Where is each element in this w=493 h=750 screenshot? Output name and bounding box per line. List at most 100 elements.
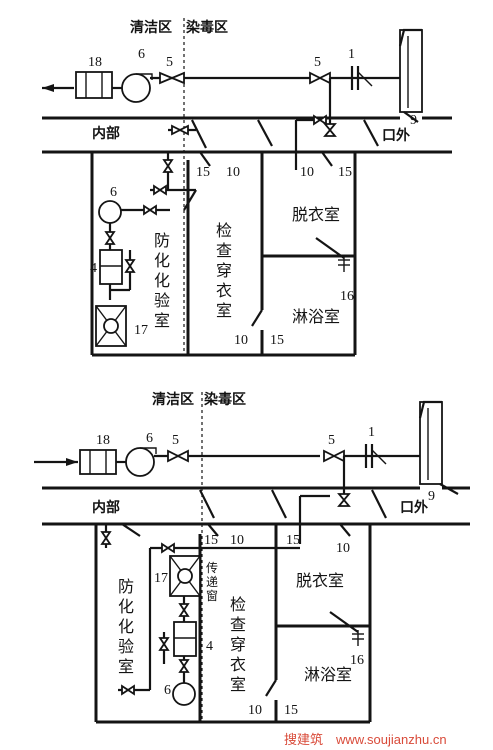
upper-lab-valve-a (162, 159, 174, 168)
lower-room-check-label: 检 查 穿 衣 室 (230, 595, 246, 694)
lower-branch-valve-a (337, 493, 351, 502)
lower-label-10a: 10 (230, 533, 244, 548)
upper-lab-char-5: 室 (154, 311, 170, 330)
upper-lab-char-3: 化 (154, 271, 170, 290)
lower-lab-char-3: 化 (118, 617, 134, 636)
lower-diagram: 清洁区 染毒区 18 6 5 5 1 9 内部 口外 (34, 391, 470, 724)
upper-branch-valve-d (318, 114, 327, 126)
upper-filter-box (75, 71, 113, 99)
upper-door-10b (321, 151, 333, 167)
lower-label-17: 17 (154, 571, 168, 586)
lower-lab-door (121, 523, 141, 537)
lower-lab-valve-f (158, 642, 170, 651)
upper-lab-valve-i (124, 259, 136, 268)
lower-label-16: 16 (350, 653, 364, 668)
upper-room-check-label: 检 查 穿 衣 室 (216, 221, 232, 320)
upper-fan-icon (121, 73, 151, 103)
upper-label-17: 17 (134, 323, 148, 338)
upper-lab-valve-g (104, 231, 116, 240)
lower-pass-window-circle (177, 568, 193, 584)
upper-lab-door (183, 189, 197, 211)
lower-valve-5b-icon (323, 449, 337, 463)
upper-label-9: 9 (410, 113, 417, 128)
lower-door-c (371, 489, 387, 519)
upper-label-15c: 15 (270, 333, 284, 348)
upper-room-lab-label: 防 化 化 验 室 (154, 231, 170, 330)
lower-lab-valve-b (166, 542, 175, 554)
lower-lab-valve-i (121, 684, 130, 696)
upper-label-10b: 10 (300, 165, 314, 180)
lower-intake-hood (418, 400, 442, 419)
lower-lab-char-4: 验 (118, 637, 134, 656)
upper-label-10c: 10 (234, 333, 248, 348)
lower-check-char-3: 穿 (230, 635, 246, 654)
lower-pass-char-3: 窗 (206, 589, 218, 603)
upper-label-5a: 5 (166, 55, 173, 70)
upper-filter-4 (99, 249, 123, 285)
watermark: 搜建筑 www.soujianzhu.cn (284, 732, 447, 748)
lower-door-b (271, 489, 287, 519)
lower-zone-clean-label: 清洁区 (152, 391, 194, 408)
upper-check-char-2: 查 (216, 241, 232, 260)
lower-label-5a: 5 (172, 433, 179, 448)
lower-pass-char-2: 递 (206, 575, 218, 589)
upper-lab-valve-b (162, 164, 174, 173)
lower-check-char-1: 检 (230, 595, 246, 614)
upper-lab-valve-j (124, 264, 136, 273)
upper-zone-clean-label: 清洁区 (130, 19, 172, 36)
lower-label-9: 9 (428, 489, 435, 504)
lower-label-6a: 6 (146, 431, 153, 446)
upper-door-c (363, 119, 379, 147)
upper-lab-char-2: 化 (154, 251, 170, 270)
upper-shower-pipe (315, 237, 345, 259)
lower-label-outside: 口外 (400, 499, 428, 516)
lower-zone-decon-label: 染毒区 (204, 391, 246, 408)
lower-lab-char-5: 室 (118, 657, 134, 676)
lower-door-shower (265, 679, 277, 697)
lower-door-10a (207, 523, 219, 537)
upper-check-char-4: 衣 (216, 281, 232, 300)
lower-lab-valve-d (178, 608, 190, 617)
lower-lab-valve-g (178, 659, 190, 668)
upper-label-16: 16 (340, 289, 354, 304)
upper-lab-valve-d (158, 184, 167, 196)
lower-lab-valve-j (126, 684, 135, 696)
upper-branch-valve-c (313, 114, 322, 126)
upper-valve-5b-icon (309, 71, 323, 85)
upper-label-15a: 15 (196, 165, 210, 180)
lower-label-15b: 15 (286, 533, 300, 548)
upper-check-char-1: 检 (216, 221, 232, 240)
lower-lab-char-2: 化 (118, 597, 134, 616)
lower-fan-outlet (140, 447, 157, 454)
lower-lab-char-1: 防 (118, 577, 134, 596)
upper-damper-1c (357, 71, 373, 87)
lower-damper-1c (371, 449, 387, 465)
lower-check-char-4: 衣 (230, 655, 246, 674)
upper-diagram: 清洁区 染毒区 18 6 5 5 1 9 (42, 18, 452, 357)
lower-lab-valve-c (178, 603, 190, 612)
upper-lab-valve-f (148, 204, 157, 216)
upper-label-outside: 口外 (382, 127, 410, 144)
lower-label-5b: 5 (328, 433, 335, 448)
lower-room-undress-label: 脱衣室 (296, 571, 344, 590)
upper-inside-valve-a (171, 124, 183, 136)
lower-pass-window-label: 传 递 窗 (206, 560, 218, 603)
upper-valve-5a-icon (159, 71, 175, 85)
upper-door-a (191, 119, 207, 149)
lower-inside-valve-a (100, 531, 112, 540)
lower-label-10c: 10 (248, 703, 262, 718)
upper-label-5b: 5 (314, 55, 321, 70)
upper-label-18: 18 (88, 55, 102, 70)
upper-label-inside: 内部 (92, 125, 120, 142)
upper-branch-valve-b (323, 128, 337, 137)
upper-check-char-3: 穿 (216, 261, 232, 280)
lower-filter-box (79, 449, 117, 475)
lower-room-lab-label: 防 化 化 验 室 (118, 577, 134, 676)
watermark-site-url: www.soujianzhu.cn (335, 732, 447, 747)
lower-fan-icon (125, 447, 155, 477)
lower-lab-valve-h (178, 664, 190, 673)
upper-check-char-5: 室 (216, 301, 232, 320)
lower-label-4: 4 (206, 639, 213, 654)
